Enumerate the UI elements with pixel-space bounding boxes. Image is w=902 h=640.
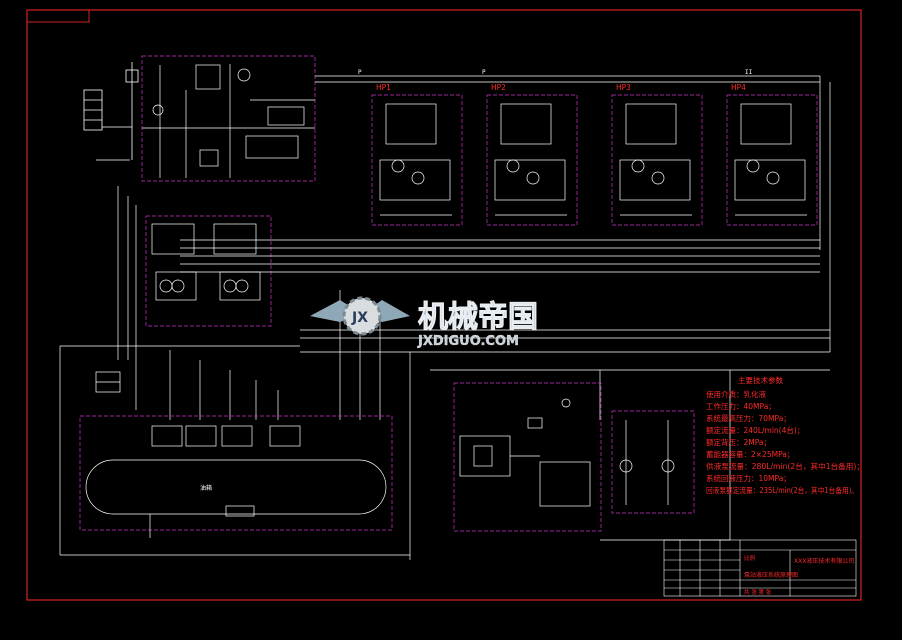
- param-line: 回液泵额定流量：235L/min(2台，其中1台备用)。: [706, 485, 858, 495]
- filter-station: [453, 382, 602, 532]
- param-line: 供液泵流量：280L/min(2台，其中1台备用)；: [706, 461, 864, 471]
- pump-label-hp3: HP3: [616, 83, 631, 92]
- pump-label-hp2: HP2: [491, 83, 506, 92]
- scale-label: 比例: [744, 554, 756, 562]
- pump-module-hp3: [611, 94, 703, 226]
- pump-module-hp4: [726, 94, 818, 226]
- parameters-title: 主要技术参数: [738, 375, 783, 385]
- param-line: 系统最高压力：70MPa；: [706, 413, 791, 423]
- bus-label-p-left: P: [358, 69, 362, 76]
- pump-module-hp1: [371, 94, 463, 226]
- param-line: 系统回液压力：10MPa；: [706, 473, 791, 483]
- pump-module-hp2: [486, 94, 578, 226]
- pump-label-hp1: HP1: [376, 83, 391, 92]
- param-line: 额定流量：240L/min(4台)；: [706, 425, 804, 435]
- drawing-name: 泵站液压系统原理图: [744, 571, 798, 579]
- watermark-url: JXDIGUO.COM: [417, 334, 519, 349]
- control-valve-panel: [141, 55, 316, 182]
- param-line: 工作压力：40MPa；: [706, 401, 776, 411]
- parameters-block: 主要技术参数 使用介质：乳化液 工作压力：40MPa； 系统最高压力：70MPa…: [706, 375, 864, 495]
- sheet-label: 共 张 第 张: [744, 588, 772, 596]
- gear-icon: [342, 296, 382, 336]
- emulsion-tank: [79, 415, 393, 538]
- param-line: 蓄能器容量：2×25MPa；: [706, 449, 794, 459]
- param-line: 额定背压：2MPa；: [706, 437, 771, 447]
- bus-label-p-right: II: [745, 69, 753, 76]
- logo-letters: JX: [351, 310, 368, 326]
- watermark-chinese: 机械帝国: [418, 300, 538, 335]
- drawing-frame: [26, 9, 862, 601]
- pump-label-hp4: HP4: [731, 83, 746, 92]
- feed-pump-group: [145, 215, 272, 327]
- return-pump-station: [611, 410, 695, 514]
- pipe-bus-lines: [59, 75, 831, 560]
- operator-lever: [83, 62, 139, 161]
- company-name: XXX液压技术有限公司: [794, 557, 854, 565]
- frame-corner-tab: [26, 9, 90, 23]
- accumulator: [95, 371, 121, 393]
- tank-label: 油箱: [200, 484, 212, 492]
- watermark-logo: JX 机械帝国 JXDIGUO.COM: [310, 296, 539, 349]
- title-block: [663, 539, 857, 597]
- param-line: 使用介质：乳化液: [706, 389, 766, 399]
- bus-label-p-mid: P: [482, 69, 486, 76]
